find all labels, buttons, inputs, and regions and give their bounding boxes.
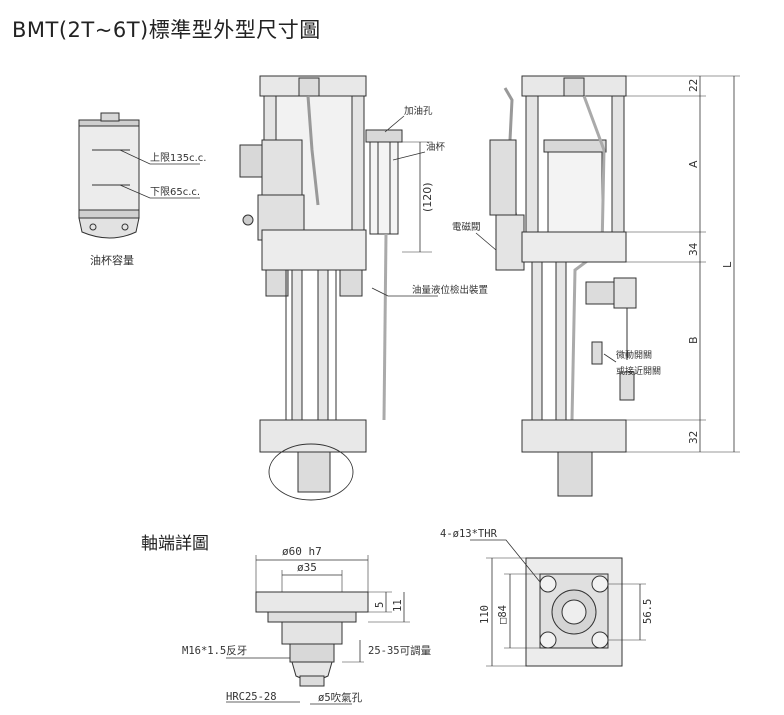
dim-5-label: 5 xyxy=(374,602,386,608)
dim-84-label: □84 xyxy=(497,605,509,624)
dim-22-label: 22 xyxy=(688,79,700,92)
base-leader-lines xyxy=(470,539,541,583)
adjust-label: 25-35可調量 xyxy=(368,644,432,657)
hrc-label: HRC25-28 xyxy=(226,691,277,703)
front-view xyxy=(239,75,432,501)
holes-label: 4-ø13*THR xyxy=(440,528,498,540)
shaft-leader-lines xyxy=(226,657,352,705)
shaft-detail-title: 軸端詳圖 xyxy=(141,534,209,554)
cup-caption: 油杯容量 xyxy=(90,253,134,267)
side-leader-lines xyxy=(475,232,617,363)
side-view xyxy=(489,75,740,497)
micro-switch-label-1: 微動開關 xyxy=(616,349,652,361)
dim-L-label: L xyxy=(721,261,734,268)
oil-cup-view xyxy=(78,112,140,239)
oil-cup-label: 油杯 xyxy=(426,141,446,153)
dia-60-label: ø60 h7 xyxy=(282,545,322,558)
dim-34-label: 34 xyxy=(688,242,700,256)
cup-lower-limit-label: 下限65c.c. xyxy=(150,186,200,198)
dim-11-label: 11 xyxy=(392,599,404,612)
dim-120-label: (120) xyxy=(421,182,434,212)
front-leader-lines xyxy=(371,115,438,297)
oil-level-device-label: 油量液位檢出裝置 xyxy=(412,284,488,296)
base-plate-view xyxy=(486,557,646,667)
dia-35-label: ø35 xyxy=(297,561,317,574)
solenoid-valve-label: 電磁閥 xyxy=(452,221,481,233)
shaft-detail-view xyxy=(255,555,410,687)
cup-upper-limit-label: 上限135c.c. xyxy=(150,152,206,164)
dim-B-label: B xyxy=(687,336,700,344)
dim-56-5-label: 56.5 xyxy=(642,599,654,624)
page-title: BMT(2T~6T)標準型外型尺寸圖 xyxy=(12,18,321,42)
cup-leader-lines xyxy=(119,149,200,199)
micro-switch-label-2: 或接近開關 xyxy=(616,365,661,377)
dim-110-label: 110 xyxy=(479,605,491,624)
dim-32-label: 32 xyxy=(688,431,700,444)
thread-label: M16*1.5反牙 xyxy=(182,645,247,657)
air-hole-label: ø5吹氣孔 xyxy=(318,691,363,704)
dim-A-label: A xyxy=(687,160,700,168)
oil-port-label: 加油孔 xyxy=(404,105,433,117)
